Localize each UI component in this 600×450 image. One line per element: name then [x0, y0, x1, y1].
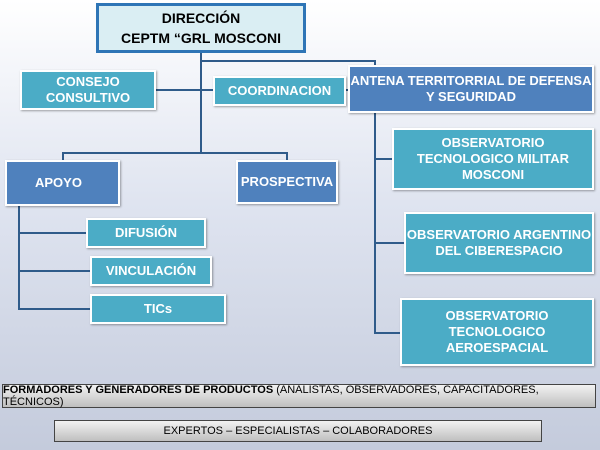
observatorio-militar-box: OBSERVATORIO TECNOLOGICO MILITAR MOSCONI: [392, 128, 594, 190]
vinculacion-box: VINCULACIÓN: [90, 256, 212, 286]
connector-apoyo-vertical: [18, 204, 20, 309]
antena-box: ANTENA TERRITORRIAL DE DEFENSA Y SEGURID…: [348, 65, 594, 113]
direccion-box: DIRECCIÓN CEPTM “GRL MOSCONI: [96, 3, 306, 53]
coordinacion-box: COORDINACION: [213, 76, 346, 106]
expertos-label: EXPERTOS – ESPECIALISTAS – COLABORADORES: [163, 425, 433, 437]
direccion-title: DIRECCIÓN: [161, 10, 241, 26]
observatorio-aeroespacial-label: OBSERVATORIO TECNOLOGICO AEROESPACIAL: [445, 308, 549, 355]
tics-box: TICs: [90, 294, 226, 324]
observatorio-aeroespacial-box: OBSERVATORIO TECNOLOGICO AEROESPACIAL: [400, 298, 594, 366]
consejo-consultivo-label: CONSEJO CONSULTIVO: [45, 74, 131, 105]
connector-vinculacion: [18, 270, 92, 272]
expertos-bar: EXPERTOS – ESPECIALISTAS – COLABORADORES: [54, 420, 542, 442]
direccion-subtitle: CEPTM “GRL MOSCONI: [121, 30, 281, 46]
tics-label: TICs: [143, 301, 173, 316]
connector-obs1: [374, 158, 394, 160]
coordinacion-label: COORDINACION: [227, 83, 332, 98]
connector-obs2: [374, 242, 404, 244]
prospectiva-box: PROSPECTIVA: [236, 160, 338, 204]
connector-antena-vertical: [374, 112, 376, 334]
difusion-box: DIFUSIÓN: [86, 218, 206, 248]
apoyo-label: APOYO: [35, 175, 82, 190]
connector-tics: [18, 308, 92, 310]
observatorio-militar-label: OBSERVATORIO TECNOLOGICO MILITAR MOSCONI: [416, 135, 570, 182]
difusion-label: DIFUSIÓN: [114, 225, 178, 240]
connector-apoyo-drop: [62, 152, 64, 162]
observatorio-ciberespacio-label: OBSERVATORIO ARGENTINO DEL CIBERESPACIO: [406, 227, 592, 258]
observatorio-ciberespacio-box: OBSERVATORIO ARGENTINO DEL CIBERESPACIO: [404, 212, 594, 274]
formadores-bar: FORMADORES Y GENERADORES DE PRODUCTOS (A…: [2, 384, 596, 408]
prospectiva-label: PROSPECTIVA: [240, 174, 334, 189]
consejo-consultivo-box: CONSEJO CONSULTIVO: [20, 70, 156, 110]
vinculacion-label: VINCULACIÓN: [105, 263, 197, 278]
connector-top-vertical: [200, 52, 202, 153]
formadores-title: FORMADORES Y GENERADORES DE PRODUCTOS: [3, 384, 274, 396]
apoyo-box: APOYO: [5, 160, 120, 206]
connector-difusion: [18, 232, 88, 234]
connector-second-horizontal: [62, 152, 287, 154]
connector-prospectiva-drop: [286, 152, 288, 162]
antena-label: ANTENA TERRITORRIAL DE DEFENSA Y SEGURID…: [350, 73, 592, 104]
formadores-detail: (ANALISTAS, OBSERVADORES, CAPACITADORES,…: [3, 384, 539, 408]
connector-antena-horizontal: [200, 60, 375, 62]
connector-obs3: [374, 332, 404, 334]
